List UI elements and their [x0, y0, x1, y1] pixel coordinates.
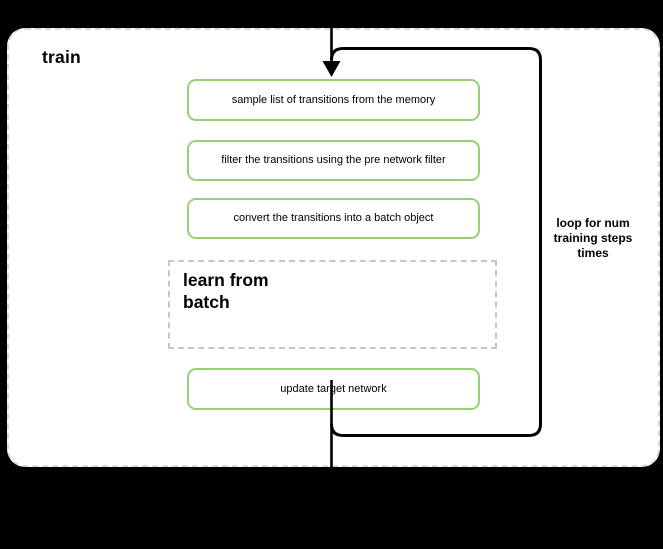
group-label: learn from batch [183, 270, 269, 312]
step-label: filter the transitions using the pre net… [221, 154, 446, 166]
step-node-filter-transitions: filter the transitions using the pre net… [187, 140, 480, 181]
step-node-convert-batch: convert the transitions into a batch obj… [187, 198, 480, 239]
step-node-update-target-network: update target network [187, 368, 480, 410]
step-label: sample list of transitions from the memo… [231, 93, 436, 106]
loop-annotation: loop for num training steps times [553, 216, 633, 260]
train-container: train sample list of transitions from th… [7, 28, 660, 467]
learn-from-batch-group: learn from batch [168, 260, 497, 349]
step-node-sample-transitions: sample list of transitions from the memo… [187, 79, 480, 121]
step-label: update target network [280, 382, 387, 395]
step-label: convert the transitions into a batch obj… [233, 212, 434, 224]
container-title: train [42, 47, 81, 67]
